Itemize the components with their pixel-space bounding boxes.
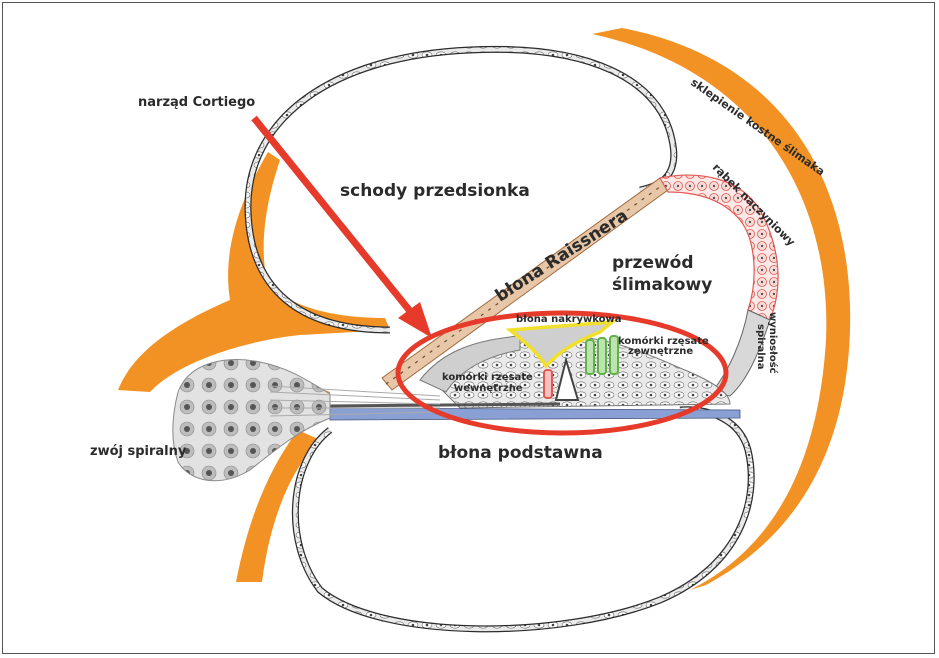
label-spiral-prominence-2: spiralna (755, 324, 766, 370)
label-spiral-prominence-1: wyniosłość (767, 312, 779, 374)
inner-hair-cell (544, 370, 552, 398)
label-reissner-membrane: błona Raissnera (492, 206, 632, 307)
label-basilar-membrane: błona podstawna (438, 443, 603, 463)
label-spiral-ganglion: zwój spiralny (90, 444, 187, 459)
stria-vascularis (660, 175, 778, 320)
label-inner-hair-2: wewnętrzne (454, 383, 523, 394)
label-tectorial-membrane: błona nakrywkowa (516, 314, 622, 325)
outer-hair-cells (586, 336, 618, 374)
label-inner-hair-1: komórki rzęsate (442, 371, 533, 383)
pointer-arrow-shaft (254, 118, 414, 316)
label-cochlear-duct-1: przewód (612, 253, 694, 273)
bony-cochlear-wall (592, 28, 850, 590)
label-organ-of-corti: narząd Cortiego (138, 95, 255, 110)
label-outer-hair-2: zewnętrzne (628, 346, 693, 357)
label-cochlear-duct-2: ślimakowy (612, 275, 712, 295)
label-scala-vestibuli: schody przedsionka (340, 181, 530, 201)
